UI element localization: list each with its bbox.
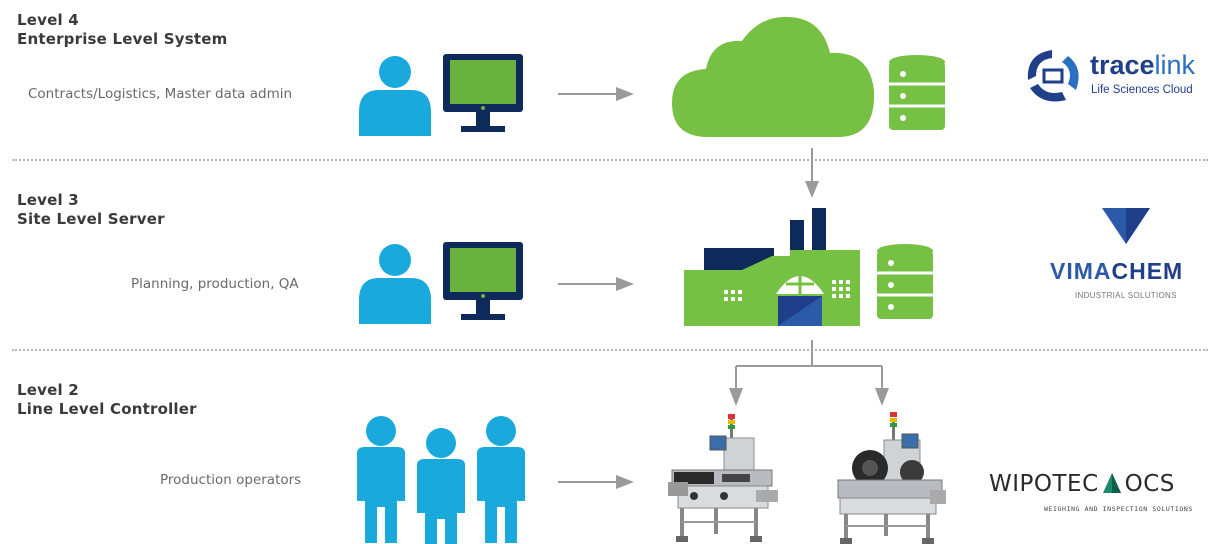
- database-icon: [877, 244, 933, 319]
- user-icon: [359, 244, 431, 324]
- tracelink-word-b: link: [1154, 50, 1196, 80]
- level-separator: [12, 159, 1208, 161]
- level-3-number: Level 3: [17, 191, 79, 209]
- database-icon: [889, 55, 945, 130]
- monitor-icon: [443, 54, 523, 132]
- level-4-number: Level 4: [17, 11, 79, 29]
- flow-arrow-down: [805, 148, 819, 198]
- vimachem-word-a: VIMA: [1050, 258, 1112, 284]
- level-separator: [12, 349, 1208, 351]
- level-2-number: Level 2: [17, 381, 79, 399]
- vimachem-wordmark: VIMACHEM: [1050, 258, 1183, 285]
- cloud-icon: [672, 16, 875, 137]
- factory-icon: [684, 208, 860, 326]
- wipotec-triangle-icon: [1102, 473, 1121, 493]
- wipotec-word-a: WIPOTEC: [989, 471, 1099, 497]
- level-4-name: Enterprise Level System: [17, 30, 228, 48]
- vimachem-logo-mark: [1102, 208, 1150, 244]
- level-2-heading: Level 2 Line Level Controller: [17, 381, 197, 419]
- tracelink-logo: [1027, 50, 1079, 102]
- tracelink-wordmark: tracelink: [1090, 50, 1195, 80]
- wipotec-tagline: WEIGHING AND INSPECTION SOLUTIONS: [1044, 505, 1193, 513]
- level-3-name: Site Level Server: [17, 210, 165, 228]
- level-4-description: Contracts/Logistics, Master data admin: [28, 86, 293, 102]
- level-2-name: Line Level Controller: [17, 400, 197, 418]
- monitor-icon: [443, 242, 523, 320]
- group-icon: [357, 416, 525, 544]
- tracelink-tagline: Life Sciences Cloud: [1091, 84, 1193, 96]
- vimachem-word-b: CHEM: [1111, 258, 1184, 284]
- level-4-heading: Level 4 Enterprise Level System: [17, 11, 227, 49]
- wipotec-wordmark: WIPOTEC OCS: [989, 470, 1175, 498]
- machine-icon: [668, 414, 778, 542]
- level-3-description: Planning, production, QA: [131, 276, 299, 292]
- flow-arrow: [558, 87, 634, 101]
- machine-icon: [837, 412, 946, 544]
- flow-arrow-branch: [729, 340, 889, 406]
- wipotec-word-b: OCS: [1124, 471, 1175, 497]
- tracelink-word-a: trace: [1090, 50, 1155, 80]
- level-3-heading: Level 3 Site Level Server: [17, 191, 165, 229]
- flow-arrow: [558, 277, 634, 291]
- user-icon: [359, 56, 431, 136]
- level-2-description: Production operators: [160, 472, 302, 488]
- flow-arrow: [558, 475, 634, 489]
- vimachem-tagline: INDUSTRIAL SOLUTIONS: [1075, 291, 1177, 300]
